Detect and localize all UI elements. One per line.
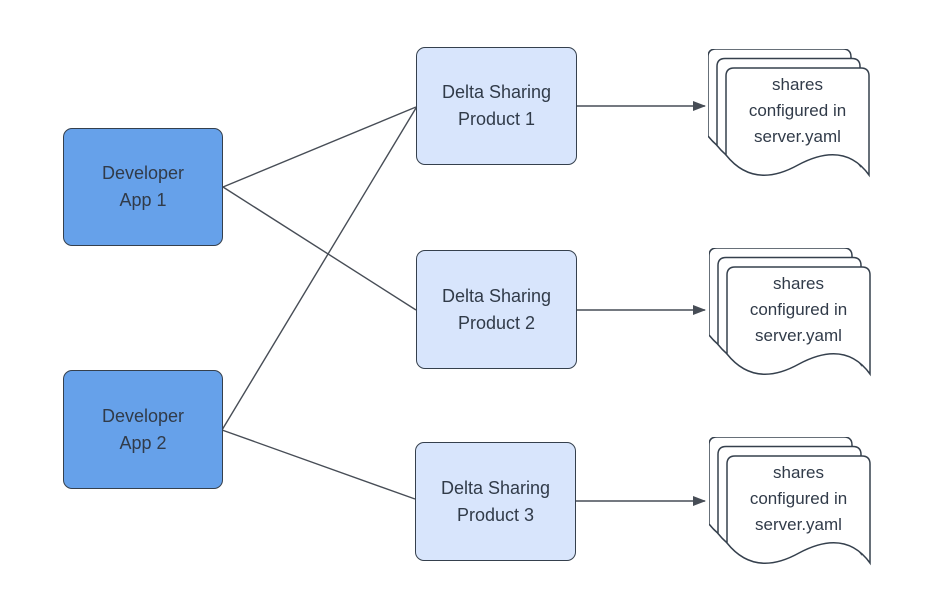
edge-app1-product1: [222, 106, 417, 188]
node-delta-sharing-product-3: Delta Sharing Product 3: [415, 442, 576, 561]
node-label: Developer App 2: [101, 405, 185, 453]
node-delta-sharing-product-1: Delta Sharing Product 1: [416, 47, 577, 165]
node-label: Delta Sharing Product 1: [441, 82, 552, 129]
edge-app2-product1: [221, 107, 417, 431]
edge-app2-product3: [221, 429, 416, 500]
edge-app1-product2: [222, 186, 417, 311]
doc-label: shares configured in server.yaml: [749, 274, 848, 345]
stacked-documents-icon: [709, 437, 871, 566]
doc-stack-shares-1: shares configured in server.yaml: [708, 49, 893, 204]
document-shape-front: [726, 455, 871, 566]
node-developer-app-1: Developer App 1: [63, 128, 223, 246]
node-label: Delta Sharing Product 2: [441, 285, 552, 333]
doc-stack-shares-2: shares configured in server.yaml: [709, 248, 894, 403]
node-label: Developer App 1: [101, 163, 185, 210]
stacked-documents-icon: [709, 248, 871, 377]
doc-label: shares configured in server.yaml: [748, 75, 847, 146]
doc-label: shares configured in server.yaml: [749, 463, 848, 534]
document-shape-front: [726, 266, 871, 377]
node-label: Delta Sharing Product 3: [440, 477, 551, 525]
stacked-documents-icon: [708, 49, 870, 178]
node-developer-app-2: Developer App 2: [63, 370, 223, 489]
node-delta-sharing-product-2: Delta Sharing Product 2: [416, 250, 577, 369]
doc-stack-shares-3: shares configured in server.yaml: [709, 437, 894, 592]
document-shape-front: [725, 67, 870, 178]
